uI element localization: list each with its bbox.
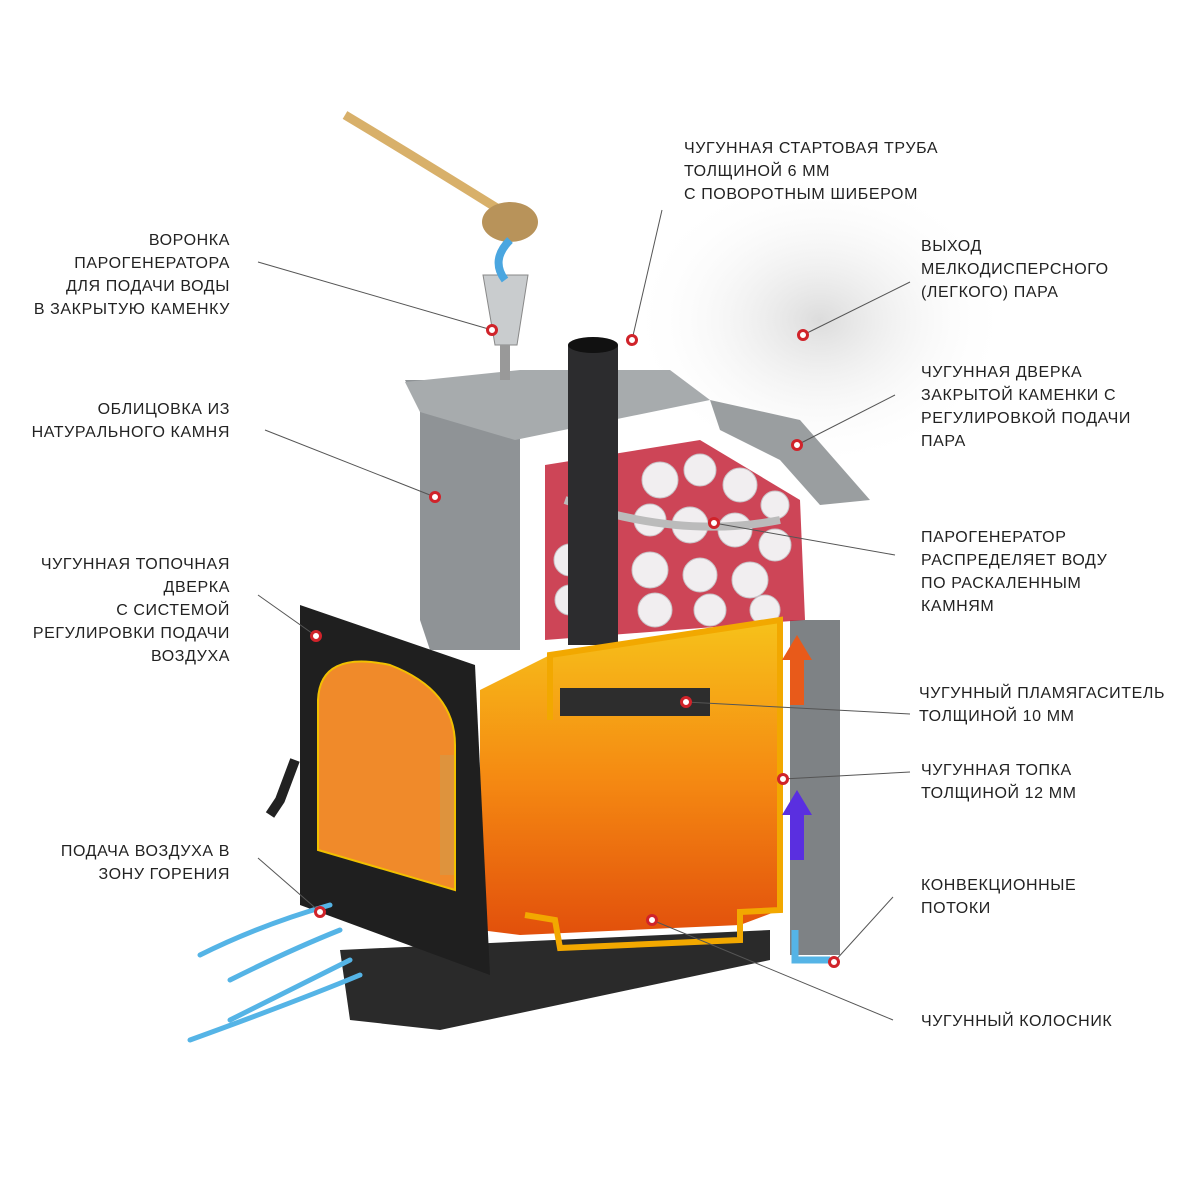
label-line: РАСПРЕДЕЛЯЕТ ВОДУ [921,552,1108,569]
marker-steam-generator [708,517,720,529]
marker-heater-door [791,439,803,451]
label-air-supply: ПОДАЧА ВОЗДУХА В ЗОНУ ГОРЕНИЯ [61,840,230,886]
marker-start-pipe [626,334,638,346]
leader-lines [257,209,911,1021]
marker-fire-door [310,630,322,642]
label-line: ТОЛЩИНОЙ 12 ММ [921,785,1077,802]
label-convection: КОНВЕКЦИОННЫЕ ПОТОКИ [921,874,1076,920]
door-handle [265,758,300,818]
label-line: ПОТОКИ [921,900,991,917]
convection-arrow-purple [782,790,812,860]
marker-flame-damper [680,696,692,708]
ladle [342,111,503,214]
stone-roof [710,400,870,505]
label-steam-out: ВЫХОД МЕЛКОДИСПЕРСНОГО (ЛЕГКОГО) ПАРА [921,235,1109,304]
stove-base [340,930,770,1030]
callout-markers [310,324,840,968]
label-line: ЧУГУННЫЙ КОЛОСНИК [921,1013,1113,1030]
label-line: ДВЕРКА [163,579,230,596]
convection-arrow-blue [791,930,830,964]
stones [553,453,792,628]
label-line: С СИСТЕМОЙ [116,602,230,619]
label-funnel: ВОРОНКА ПАРОГЕНЕРАТОРА ДЛЯ ПОДАЧИ ВОДЫ В… [34,229,230,321]
label-fire-door: ЧУГУННАЯ ТОПОЧНАЯ ДВЕРКА С СИСТЕМОЙ РЕГУ… [33,553,230,668]
stone-cladding-left [405,380,520,650]
label-line: ТОЛЩИНОЙ 10 ММ [919,708,1075,725]
label-line: ВОРОНКА [148,232,230,249]
label-line: ЗАКРЫТОЙ КАМЕНКИ С [921,387,1117,404]
label-grate: ЧУГУННЫЙ КОЛОСНИК [921,1010,1112,1033]
label-line: ПАРОГЕНЕРАТОРА [74,255,230,272]
label-line: ДЛЯ ПОДАЧИ ВОДЫ [65,278,230,295]
label-heater-door: ЧУГУННАЯ ДВЕРКА ЗАКРЫТОЙ КАМЕНКИ С РЕГУЛ… [921,361,1131,453]
marker-funnel [486,324,498,336]
label-line: ПАРА [921,433,966,450]
air-flow-arrows [187,902,363,1043]
label-line: РЕГУЛИРОВКИ ПОДАЧИ [32,625,230,642]
label-line: ПАРОГЕНЕРАТОР [921,529,1067,546]
label-line: ТОЛЩИНОЙ 6 ММ [684,163,831,180]
door-glass [317,660,456,892]
label-line: (ЛЕГКОГО) ПАРА [921,284,1059,301]
label-line: РЕГУЛИРОВКОЙ ПОДАЧИ [921,410,1132,427]
marker-steam-out [797,329,809,341]
marker-air-supply [314,906,326,918]
label-line: ЧУГУННАЯ ДВЕРКА [921,364,1083,381]
label-line: КАМНЯМ [921,598,995,615]
water-stream [494,237,513,283]
marker-grate [646,914,658,926]
label-line: ЧУГУННАЯ СТАРТОВАЯ ТРУБА [684,140,939,157]
label-line: ВОЗДУХА [151,648,230,665]
label-line: МЕЛКОДИСПЕРСНОГО [921,261,1109,278]
label-start-pipe: ЧУГУННАЯ СТАРТОВАЯ ТРУБА ТОЛЩИНОЙ 6 ММ С… [684,137,938,206]
label-cladding: ОБЛИЦОВКА ИЗ НАТУРАЛЬНОГО КАМНЯ [32,398,230,444]
convection-arrow-orange [782,635,812,705]
stone-top [405,370,710,440]
marker-cladding [429,491,441,503]
label-line: КОНВЕКЦИОННЫЕ [921,877,1077,894]
label-line: С ПОВОРОТНЫМ ШИБЕРОМ [684,186,918,203]
label-steam-generator: ПАРОГЕНЕРАТОР РАСПРЕДЕЛЯЕТ ВОДУ ПО РАСКА… [921,526,1107,618]
label-flame-damper: ЧУГУННЫЙ ПЛАМЯГАСИТЕЛЬ ТОЛЩИНОЙ 10 ММ [919,682,1165,728]
label-line: ПО РАСКАЛЕННЫМ [921,575,1082,592]
label-line: ПОДАЧА ВОЗДУХА В [60,843,230,860]
start-pipe [568,345,618,645]
label-line: ВЫХОД [921,238,982,255]
label-line: ЧУГУННЫЙ ПЛАМЯГАСИТЕЛЬ [919,685,1166,702]
label-line: НАТУРАЛЬНОГО КАМНЯ [31,424,230,441]
label-line: ОБЛИЦОВКА ИЗ [97,401,230,418]
marker-firebox [777,773,789,785]
label-line: ЗОНУ ГОРЕНИЯ [98,866,230,883]
label-firebox: ЧУГУННАЯ ТОПКА ТОЛЩИНОЙ 12 ММ [921,759,1077,805]
steam-cloud [630,170,1010,470]
label-line: В ЗАКРЫТУЮ КАМЕНКУ [33,301,230,318]
firebox-frame [524,616,783,952]
label-line: ЧУГУННАЯ ТОПКА [921,762,1072,779]
label-line: ЧУГУННАЯ ТОПОЧНАЯ [40,556,230,573]
firebox [480,620,780,935]
marker-convection [828,956,840,968]
